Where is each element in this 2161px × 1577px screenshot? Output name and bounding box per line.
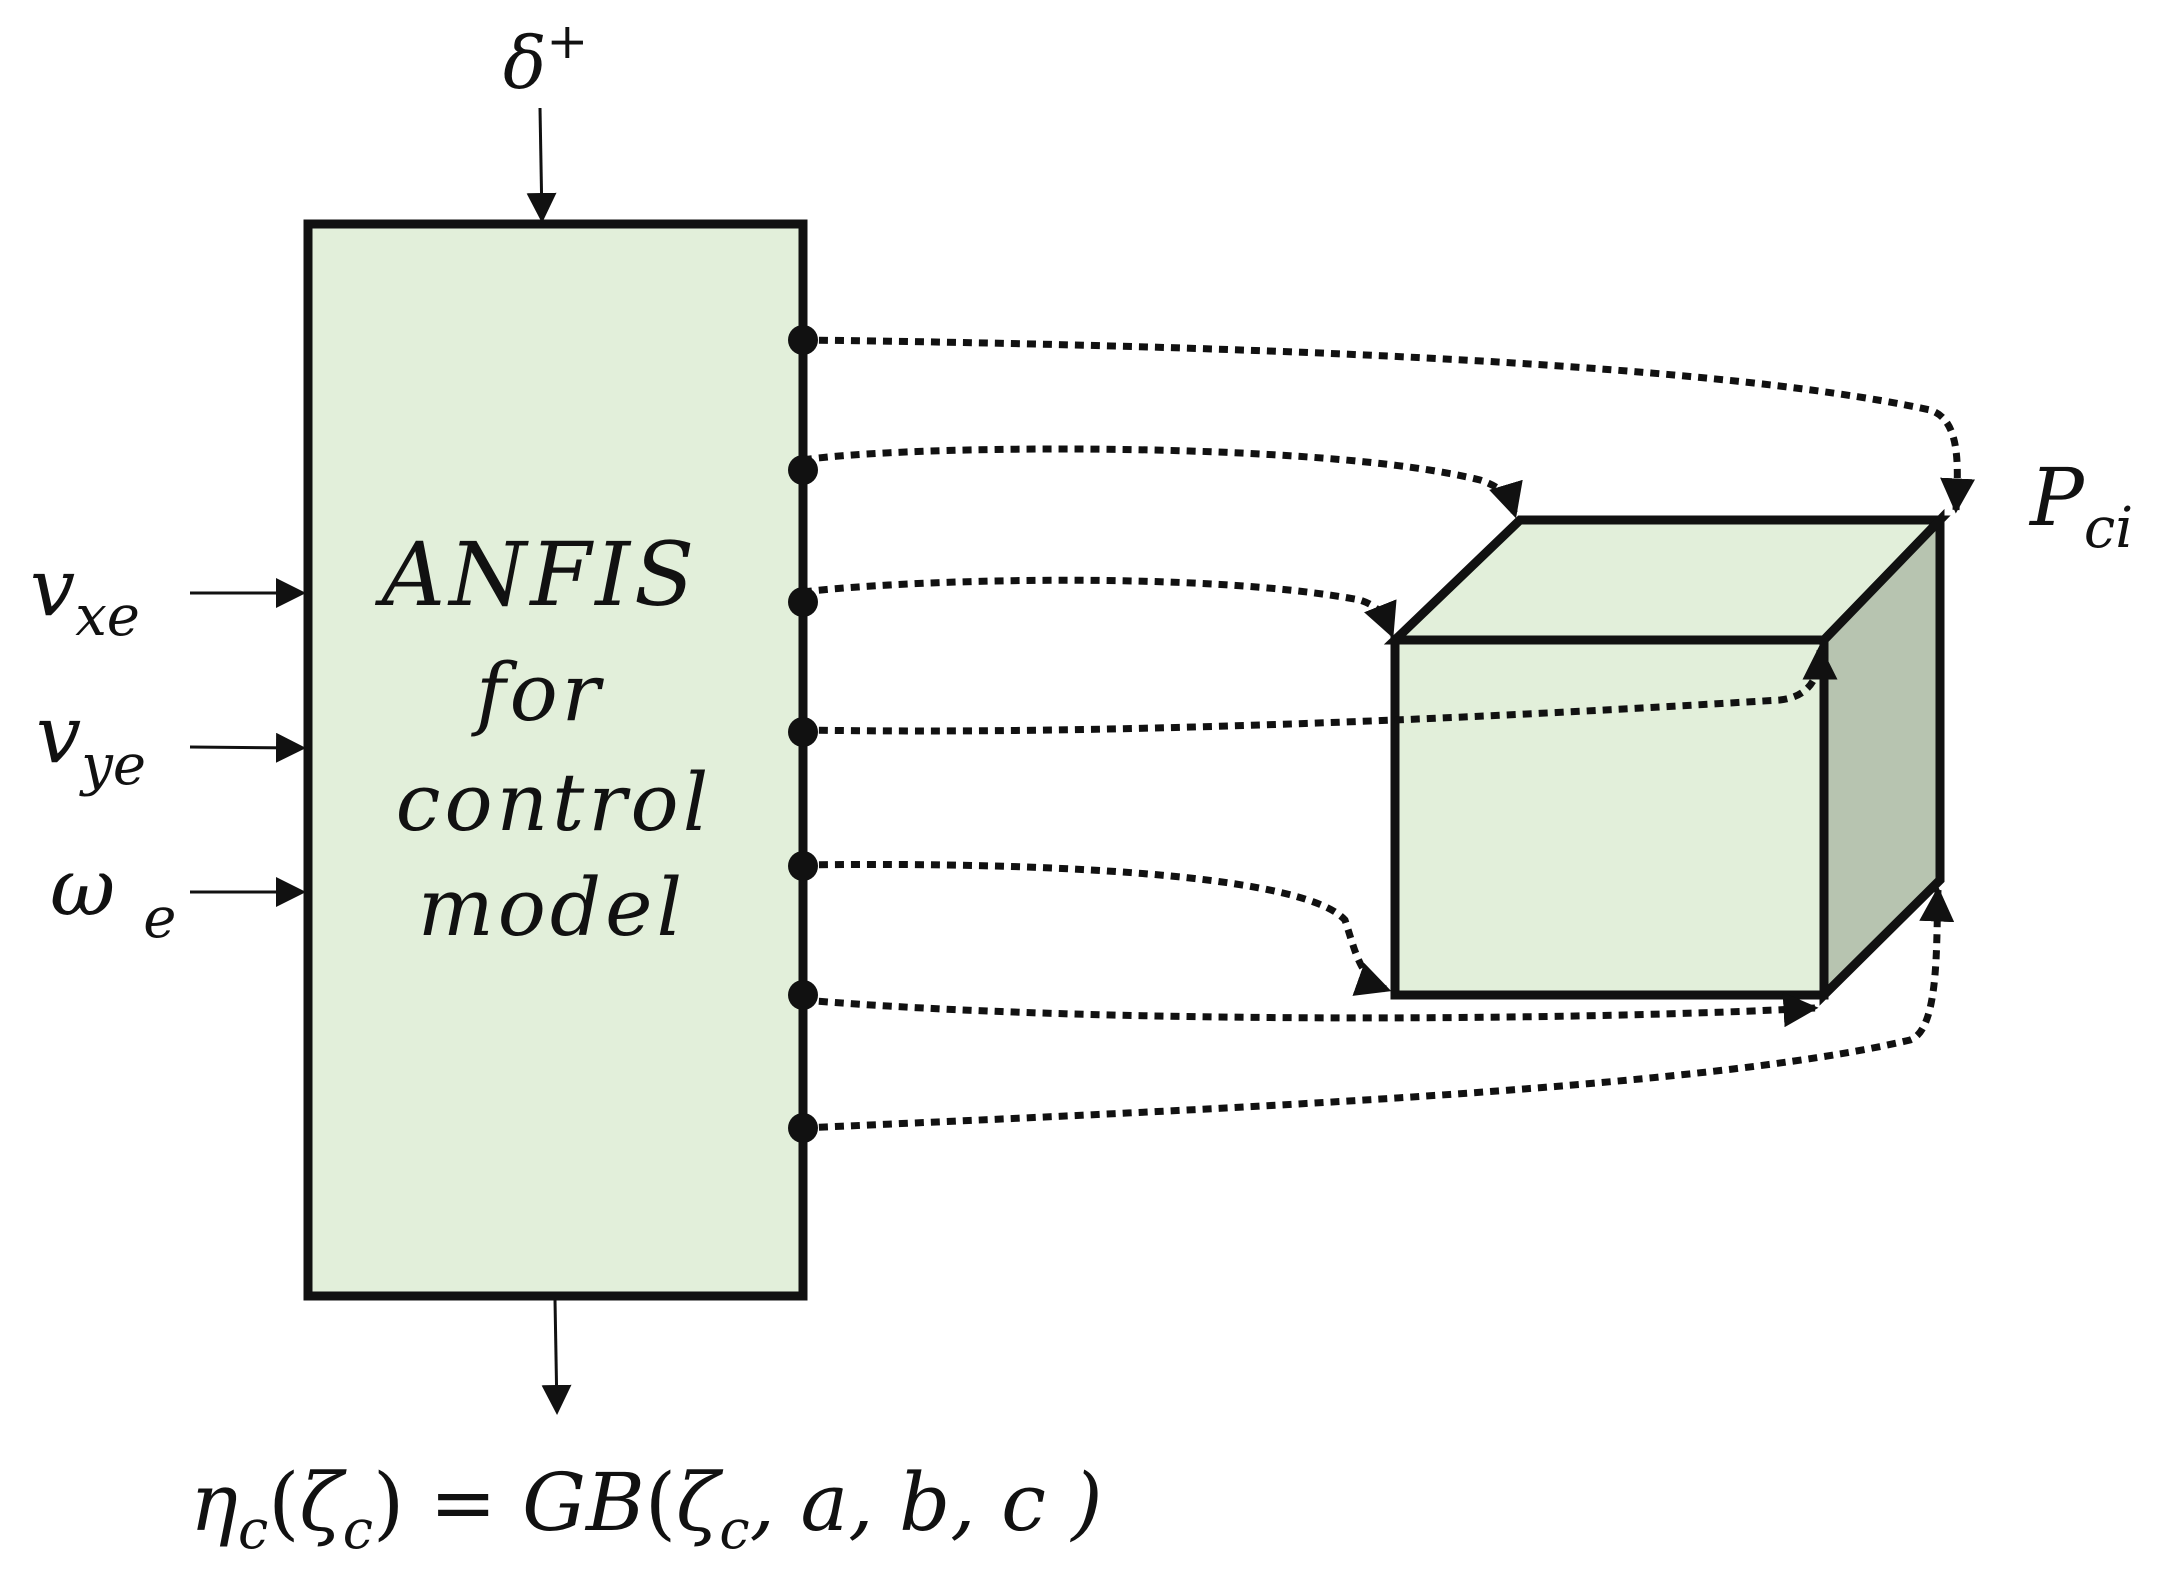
- anfis-block-title: ANFIS: [375, 523, 699, 626]
- delta-input-arrow: [526, 107, 557, 223]
- connection-7: [802, 886, 1955, 1132]
- pci-label: Pci: [2028, 451, 2133, 561]
- anfis-block: [303, 219, 808, 1301]
- output-node-4: [788, 717, 818, 747]
- anfis-block-control: control: [396, 756, 713, 849]
- connection-2: [802, 445, 1523, 519]
- vye-label: vye: [36, 688, 146, 798]
- output-equation: ηc(ζc) = GB(ζc, a, b, c ): [190, 1456, 1103, 1561]
- vxe-label: vxe: [30, 541, 140, 649]
- vye-input-arrow: [189, 732, 306, 763]
- connection-6: [802, 992, 1819, 1028]
- output-node-1: [788, 325, 818, 355]
- output-arrow: [541, 1299, 572, 1415]
- output-node-6: [788, 980, 818, 1010]
- output-node-7: [788, 1113, 818, 1143]
- output-node-5: [788, 851, 818, 881]
- connection-4: [802, 644, 1838, 735]
- delta-plus-label: δ+: [503, 12, 588, 105]
- output-node-2: [788, 455, 818, 485]
- cube-front-face: [1390, 635, 1829, 1000]
- anfis-block-model: model: [418, 861, 686, 954]
- connection-3: [802, 576, 1397, 639]
- connection-5: [802, 860, 1392, 996]
- connection-1: [802, 336, 1976, 514]
- output-node-3: [788, 587, 818, 617]
- anfis-block-for: for: [471, 646, 605, 739]
